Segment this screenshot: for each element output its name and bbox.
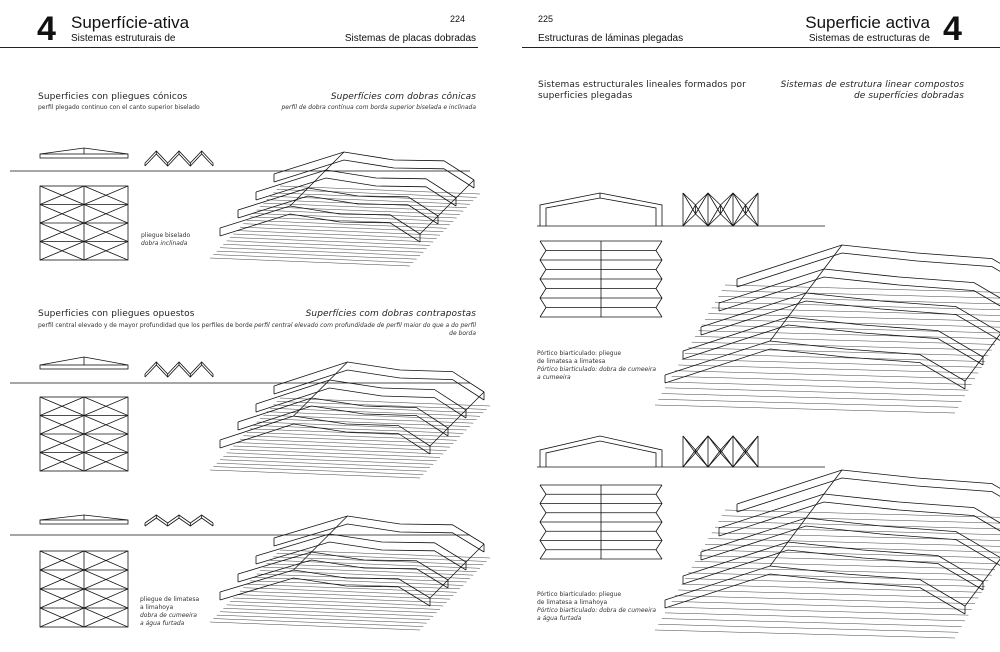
running-head-right: Estructuras de láminas plegadas — [538, 33, 684, 44]
plan-2 — [39, 396, 129, 472]
plan-3 — [39, 550, 129, 628]
section2-heading-es: Superficies con pliegues opuestos — [38, 309, 195, 319]
page-subtitle-left: Sistemas estruturais de — [71, 33, 176, 44]
header-rule-right — [522, 47, 1000, 48]
section1-desc-es: perfil plegado continuo con el canto sup… — [38, 104, 200, 111]
section1-heading-es: Superficies con pliegues cónicos — [38, 92, 188, 102]
frame-section-1 — [682, 192, 759, 227]
perspective-roof-2 — [209, 361, 491, 479]
frame-section-2 — [682, 435, 759, 468]
page-number-right: 225 — [538, 14, 554, 24]
section2-heading-pt: Superfícies com dobras contrapostas — [305, 309, 476, 319]
section-zigzag-2 — [144, 361, 214, 378]
section2-desc-pt: perfil central elevado com profundidade … — [254, 322, 476, 337]
section1-desc-pt: perfil de dobra contínua com borda super… — [281, 104, 476, 111]
frame-elevation-1 — [539, 192, 663, 226]
chapter-number-left: 4 — [37, 10, 56, 48]
elevation-3 — [39, 514, 129, 525]
running-head-left: Sistemas de placas dobradas — [344, 33, 476, 44]
perspective-roof-1 — [209, 151, 481, 267]
block1-label: Pórtico biarticulado: pliegue de limates… — [537, 350, 657, 381]
zigzag-plan-2 — [539, 484, 663, 560]
header-rule-left — [0, 47, 478, 48]
section1-label: pliegue biselado dobra inclinada — [141, 232, 191, 247]
page-title-left: Superfície-ativa — [71, 13, 190, 32]
perspective-frame-2 — [654, 469, 1000, 639]
perspective-roof-3 — [209, 515, 491, 631]
section2-desc-es: perfil central elevado y de mayor profun… — [38, 322, 253, 329]
right-heading-pt: Sistemas de estrutura linear compostos d… — [780, 80, 964, 101]
section1-heading-pt: Superfícies com dobras cônicas — [330, 92, 476, 102]
plan-1 — [39, 185, 129, 261]
perspective-frame-1 — [654, 244, 1000, 414]
section-zigzag-1 — [144, 150, 214, 167]
section3-label: pliegue de limatesa a limahoya dobra de … — [140, 596, 200, 627]
chapter-number-right: 4 — [943, 10, 962, 48]
architectural-drawings — [10, 147, 1000, 639]
elevation-1 — [39, 147, 129, 159]
page-subtitle-right: Sistemas de estructuras de — [808, 33, 930, 44]
right-heading-es: Sistemas estructurales lineales formados… — [538, 80, 746, 101]
block2-label: Pórtico biarticulado: pliegue de limates… — [537, 591, 657, 622]
page-number-left: 224 — [450, 14, 466, 24]
elevation-2 — [39, 356, 129, 370]
frame-elevation-2 — [539, 435, 663, 467]
zigzag-plan-1 — [539, 240, 663, 318]
page-title-right: Superficie activa — [805, 13, 930, 32]
section-zigzag-3 — [144, 514, 214, 527]
